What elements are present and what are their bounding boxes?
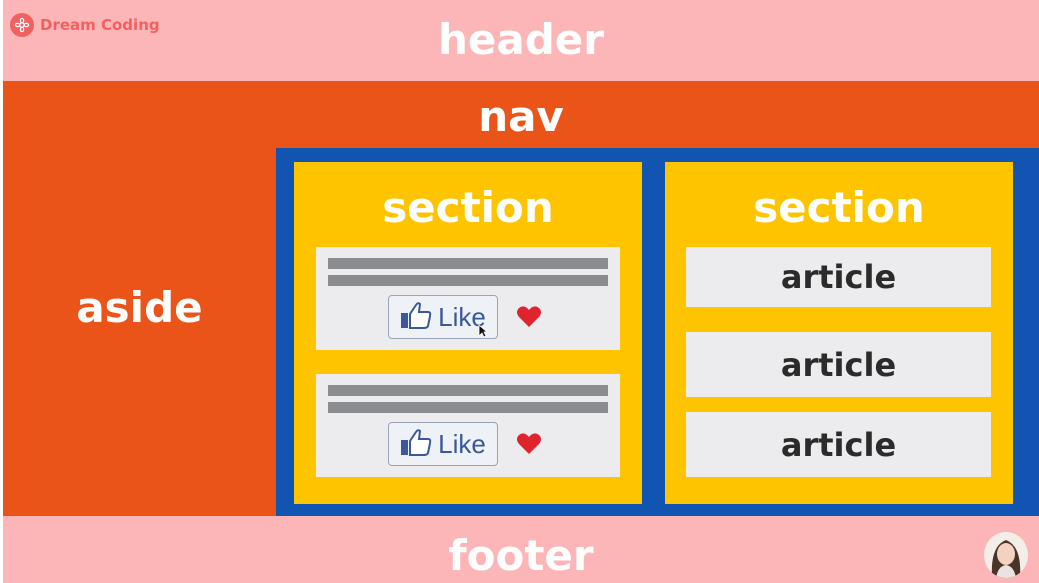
text-placeholder-line xyxy=(328,402,608,413)
text-placeholder-line xyxy=(328,385,608,396)
avatar xyxy=(984,532,1028,578)
footer-label: footer xyxy=(448,531,594,580)
post-card: Like xyxy=(316,374,620,477)
flower-icon xyxy=(10,13,34,37)
text-placeholder-line xyxy=(328,258,608,269)
post-card: Like xyxy=(316,247,620,350)
heart-icon[interactable] xyxy=(516,432,542,456)
brand-name: Dream Coding xyxy=(40,16,160,34)
article-block: article xyxy=(686,412,991,477)
thumbs-up-icon xyxy=(400,301,432,333)
article-block: article xyxy=(686,332,991,397)
aside-label: aside xyxy=(76,283,203,332)
article-block: article xyxy=(686,247,991,307)
nav-label: nav xyxy=(478,92,564,141)
article-label: article xyxy=(780,258,897,296)
brand: Dream Coding xyxy=(10,12,160,38)
section-left: section Like xyxy=(294,162,642,504)
section-label: section xyxy=(753,183,925,232)
like-label: Like xyxy=(438,301,486,332)
text-placeholder-line xyxy=(328,275,608,286)
footer-block: footer xyxy=(3,516,1039,583)
article-label: article xyxy=(780,425,897,464)
thumbs-up-icon xyxy=(400,428,432,460)
cursor-icon xyxy=(478,323,489,342)
header-block: header xyxy=(3,0,1039,81)
article-label: article xyxy=(780,345,897,384)
header-label: header xyxy=(438,15,604,64)
like-button[interactable]: Like xyxy=(388,422,498,466)
aside-block: aside xyxy=(3,148,276,516)
like-label: Like xyxy=(438,428,486,459)
heart-icon[interactable] xyxy=(516,305,542,329)
nav-block: nav xyxy=(3,81,1039,148)
section-label: section xyxy=(382,183,554,232)
section-right: section article article article xyxy=(665,162,1013,504)
